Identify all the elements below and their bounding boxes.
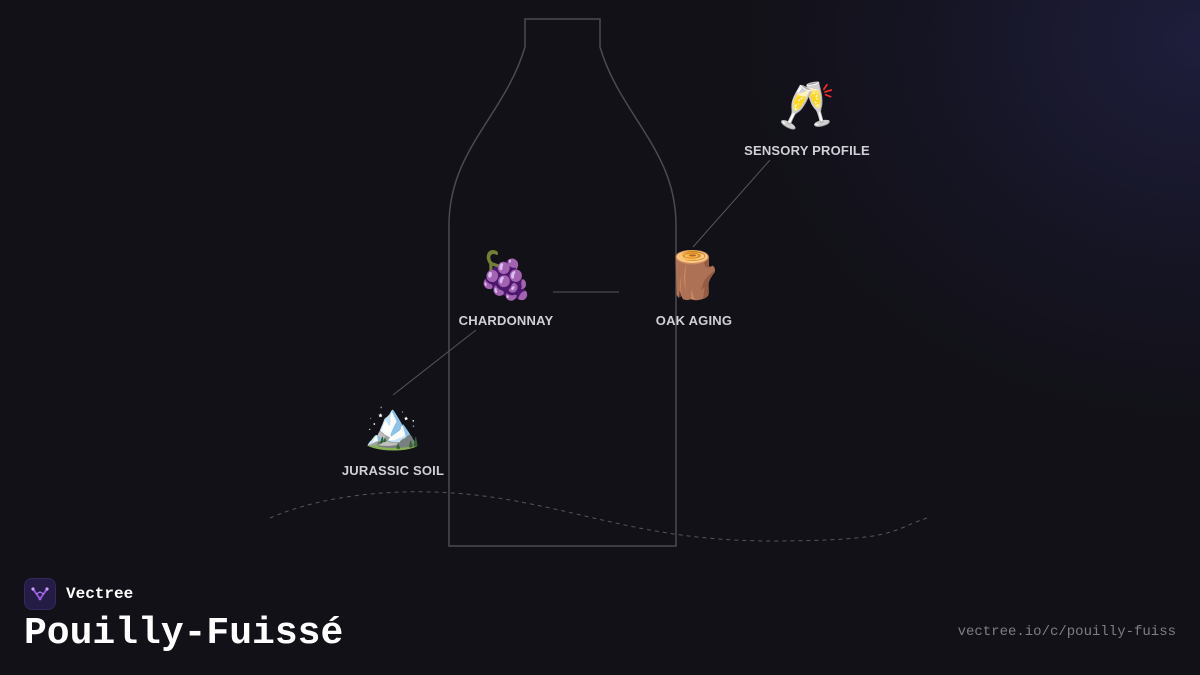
node-label: OAK AGING [655, 313, 733, 328]
edge-oak-aging-sensory-profile [692, 159, 771, 248]
node-label: SENSORY PROFILE [744, 143, 870, 158]
grapes-icon: 🍇 [477, 249, 535, 301]
brand-name: Vectree [66, 585, 134, 603]
edge-jurassic-soil-chardonnay [392, 329, 477, 396]
node-label: JURASSIC SOIL [341, 463, 445, 478]
wave-line [269, 491, 928, 542]
node-sensory-profile[interactable]: 🥂 SENSORY PROFILE [727, 77, 887, 158]
bottle-outline [448, 18, 677, 547]
node-chardonnay[interactable]: 🍇 CHARDONNAY [426, 247, 586, 328]
page-title: Pouilly-Fuissé [24, 612, 344, 655]
node-label: CHARDONNAY [458, 313, 554, 328]
brand[interactable]: Vectree [24, 577, 133, 611]
source-url[interactable]: vectree.io/c/pouilly-fuiss [957, 624, 1176, 640]
node-oak-aging[interactable]: 🪵 OAK AGING [614, 247, 774, 328]
mountain-icon: 🏔️ [364, 399, 422, 451]
wood-log-icon: 🪵 [665, 249, 723, 301]
clinking-glasses-icon: 🥂 [778, 79, 836, 131]
node-jurassic-soil[interactable]: 🏔️ JURASSIC SOIL [313, 397, 473, 478]
vectree-logo-icon [24, 578, 56, 610]
